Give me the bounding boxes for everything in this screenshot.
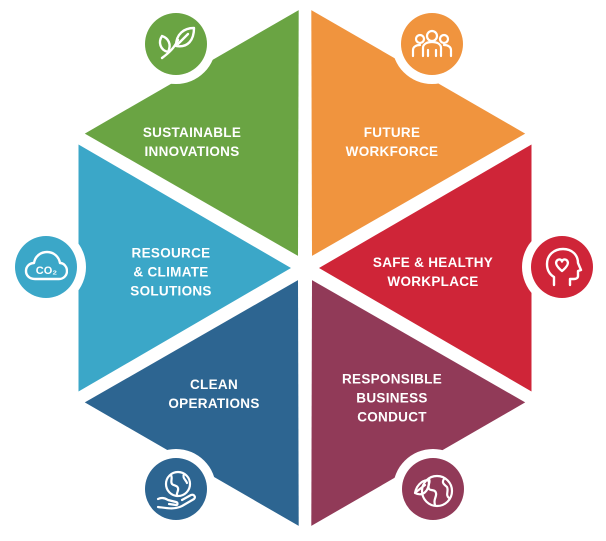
segment-label-sustainable-innovations: SUSTAINABLE INNOVATIONS	[143, 123, 241, 161]
co2-text: CO₂	[36, 265, 58, 277]
leaves-icon	[145, 13, 207, 75]
segment-label-line: SUSTAINABLE	[142, 125, 242, 140]
segment-safe-healthy-workplace	[319, 144, 532, 392]
segment-label-line: WORKPLACE	[387, 274, 479, 289]
segment-label-line: CONDUCT	[357, 409, 427, 425]
segment-label-line: BUSINESS	[356, 390, 428, 406]
badge-clean-operations	[136, 449, 216, 529]
segment-label-safe-healthy-workplace: SAFE & HEALTHY WORKPLACE	[373, 253, 493, 291]
segment-responsible-business-conduct	[311, 280, 526, 526]
segment-label-clean-operations: CLEAN OPERATIONS	[168, 375, 259, 413]
badge-sustainable-innovations	[136, 4, 216, 84]
segment-label-line: FUTURE	[363, 125, 421, 140]
head-heart-icon	[531, 236, 593, 298]
segment-clean-operations	[84, 280, 299, 526]
people-group-icon	[401, 13, 463, 75]
badge-responsible-business-conduct	[393, 449, 473, 529]
segment-label-line: SAFE & HEALTHY	[372, 255, 494, 270]
segment-label-line: & CLIMATE	[133, 264, 209, 280]
segment-future-workforce	[311, 10, 526, 256]
segment-label-future-workforce: FUTURE WORKFORCE	[346, 123, 439, 161]
segment-label-line: INNOVATIONS	[144, 144, 240, 159]
segment-label-line: WORKFORCE	[345, 144, 439, 159]
badge-resource-climate-solutions: CO₂	[6, 227, 86, 307]
segment-sustainable-innovations	[84, 10, 299, 256]
segment-label-responsible-business-conduct: RESPONSIBLE BUSINESS CONDUCT	[342, 370, 442, 427]
segment-label-line: RESPONSIBLE	[341, 371, 443, 387]
segment-label-line: SOLUTIONS	[130, 283, 212, 299]
segment-label-line: RESOURCE	[131, 245, 211, 261]
globe-leaf-icon	[402, 458, 464, 520]
badge-future-workforce	[392, 4, 472, 84]
segment-resource-climate-solutions	[78, 144, 291, 392]
co2-cloud-icon: CO₂	[15, 236, 77, 298]
hand-globe-icon	[145, 458, 207, 520]
segment-label-line: OPERATIONS	[168, 396, 260, 411]
segment-label-line: CLEAN	[189, 377, 238, 392]
segment-label-resource-climate-solutions: RESOURCE & CLIMATE SOLUTIONS	[130, 244, 211, 301]
badge-safe-healthy-workplace	[522, 227, 602, 307]
